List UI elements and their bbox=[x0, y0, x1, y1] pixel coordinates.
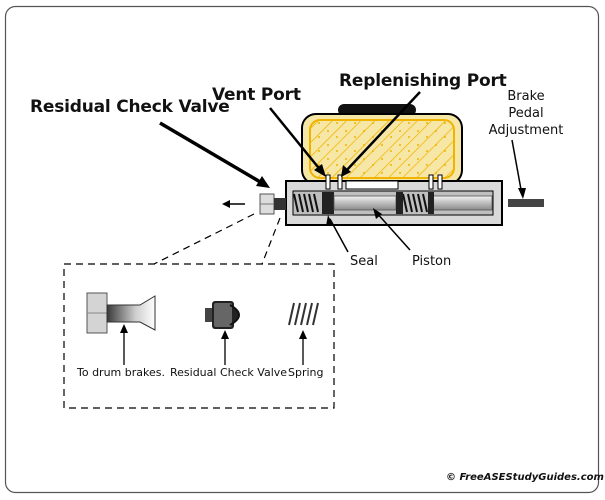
zoom-line-left bbox=[153, 213, 255, 265]
primary-piston-head bbox=[322, 192, 334, 214]
piston-rear-seal bbox=[428, 192, 434, 214]
label-vent-port: Vent Port bbox=[212, 85, 301, 105]
inset-label-check-valve: Residual Check Valve bbox=[170, 366, 288, 379]
leader-vent-port bbox=[269, 107, 323, 173]
label-brake-line1: Brake bbox=[507, 89, 545, 104]
outlet-fitting bbox=[259, 193, 286, 215]
label-piston: Piston bbox=[412, 254, 452, 269]
label-residual-check-valve: Residual Check Valve bbox=[30, 97, 230, 117]
leader-piston bbox=[375, 211, 411, 251]
residual-check-valve-part bbox=[205, 301, 240, 329]
inset-box bbox=[63, 263, 335, 409]
secondary-spring bbox=[402, 193, 428, 213]
label-brake-line3: Adjustment bbox=[488, 123, 564, 138]
zoom-line-right bbox=[261, 217, 281, 265]
label-brake-pedal-adjustment: Brake Pedal Adjustment bbox=[486, 88, 566, 139]
arrow-drum-brakes bbox=[120, 324, 128, 333]
leader-replenishing-port bbox=[344, 91, 421, 173]
spring-part bbox=[288, 302, 319, 326]
copyright: © FreeASEStudyGuides.com bbox=[446, 472, 604, 483]
inset-label-drum-brakes: To drum brakes. bbox=[77, 366, 165, 379]
outer-frame bbox=[4, 5, 600, 494]
primary-piston bbox=[333, 195, 397, 211]
secondary-piston bbox=[429, 195, 493, 211]
primary-spring bbox=[293, 193, 319, 213]
fluid-reservoir bbox=[301, 113, 463, 185]
drum-brake-fitting bbox=[86, 292, 156, 334]
arrow-spring bbox=[299, 330, 307, 339]
leader-brake-pedal bbox=[511, 139, 523, 196]
inset-label-spring: Spring bbox=[288, 366, 324, 379]
label-replenishing-port: Replenishing Port bbox=[339, 71, 507, 91]
brake-pushrod bbox=[508, 199, 544, 207]
label-seal: Seal bbox=[350, 254, 378, 269]
leader-residual-check-valve bbox=[159, 121, 263, 185]
secondary-piston-head bbox=[396, 192, 403, 214]
outlet-direction-arrow bbox=[222, 200, 245, 208]
label-brake-line2: Pedal bbox=[508, 106, 544, 121]
arrow-check-valve bbox=[221, 330, 229, 339]
leader-seal bbox=[329, 218, 349, 253]
